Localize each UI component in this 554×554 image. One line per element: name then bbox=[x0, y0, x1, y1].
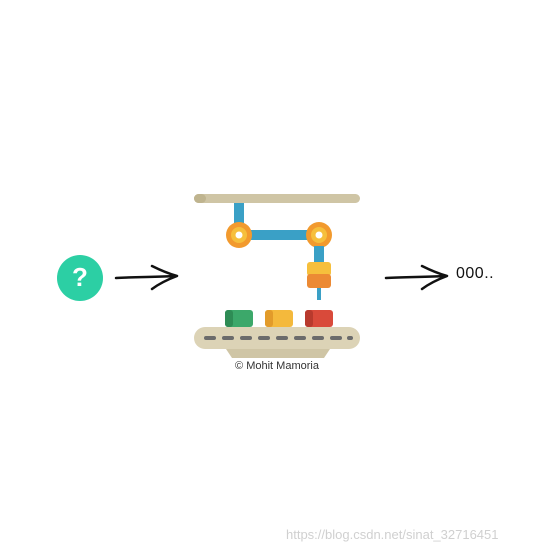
top-rail bbox=[194, 194, 360, 203]
arm-horizontal-segment bbox=[239, 230, 321, 240]
image-credit: © Mohit Mamoria bbox=[235, 360, 319, 372]
gripper-top bbox=[307, 262, 331, 276]
watermark: https://blog.csdn.net/sinat_32716451 bbox=[286, 527, 499, 542]
robotic-arm-conveyor-icon bbox=[194, 194, 360, 358]
arrow-right-icon bbox=[114, 264, 179, 291]
output-label: 000.. bbox=[456, 265, 495, 282]
arrow-right-icon bbox=[384, 264, 449, 291]
arm-upper-segment bbox=[234, 203, 244, 233]
conveyor-base bbox=[226, 349, 330, 358]
question-circle-icon: ? bbox=[57, 255, 103, 301]
question-glyph: ? bbox=[72, 262, 88, 292]
belt-dashes bbox=[204, 336, 353, 340]
gripper-bottom bbox=[307, 274, 331, 288]
arm-lower-segment bbox=[314, 246, 324, 264]
